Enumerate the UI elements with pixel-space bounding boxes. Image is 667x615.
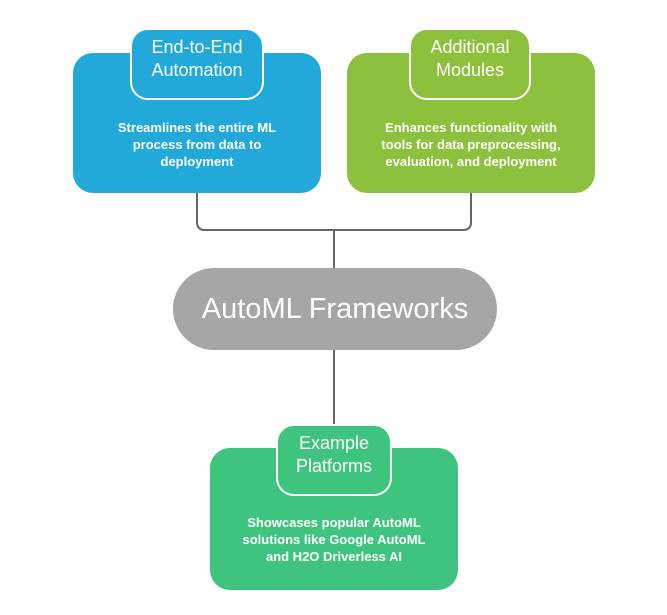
center-node: AutoML Frameworks xyxy=(173,268,497,350)
node-description: Streamlines the entire ML process from d… xyxy=(117,120,277,169)
title-line: End-to-End xyxy=(151,37,243,57)
node-title-example-platforms: Example Platforms xyxy=(276,424,392,496)
node-title-additional-modules: Additional Modules xyxy=(409,28,531,100)
node-title-end-to-end-automation: End-to-End Automation xyxy=(130,28,264,100)
title-line: Platforms xyxy=(295,456,373,476)
node-description: Enhances functionality with tools for da… xyxy=(381,120,561,169)
node-description: Showcases popular AutoML solutions like … xyxy=(242,515,426,564)
title-line: Additional xyxy=(430,37,510,57)
title-line: Modules xyxy=(435,60,505,80)
connector-top-bracket xyxy=(196,190,472,231)
title-line: Example xyxy=(298,433,370,453)
title-line: Automation xyxy=(151,60,243,80)
